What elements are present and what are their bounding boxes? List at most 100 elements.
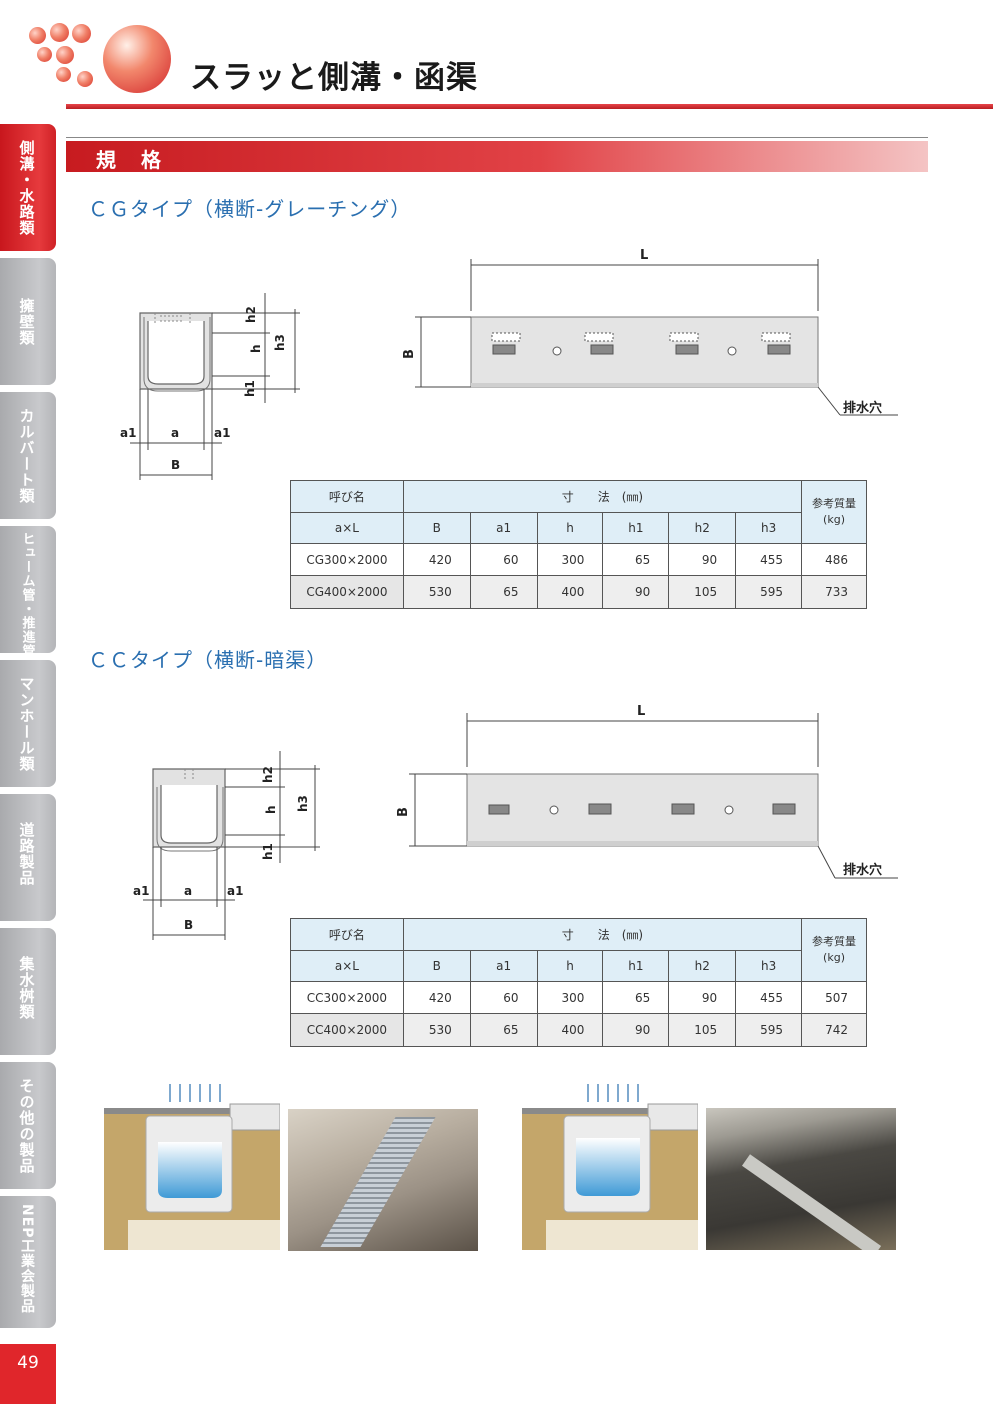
cc-side-label-drain: 排水穴 <box>843 862 882 878</box>
table-row: CG400×2000 530 65 400 90 105 595 733 <box>290 575 867 609</box>
cc-cross-label-a1-left: a1 <box>133 884 149 898</box>
cc-cross-label-h1: h1 <box>261 843 275 860</box>
cg-cross-label-h2: h2 <box>244 306 258 323</box>
table-row: CC300×2000 420 60 300 65 90 455 507 <box>290 981 867 1014</box>
sidebar-tab-label: ヒューム管・推進管 <box>19 532 35 658</box>
page-number: 49 <box>0 1344 56 1404</box>
cc-installation-illustration <box>522 1084 698 1250</box>
sidebar-tab-road-products[interactable]: 道路製品 <box>0 794 56 921</box>
table-cell: 420 <box>402 981 471 1014</box>
table-cell: 455 <box>735 981 803 1014</box>
sidebar-tab-catch-basins[interactable]: 集水桝類 <box>0 928 56 1055</box>
sidebar-tab-label: マンホール類 <box>17 676 36 772</box>
cg-installation-illustration <box>104 1084 280 1250</box>
cg-cross-label-h: h <box>249 344 263 353</box>
table-cell: 90 <box>602 575 670 609</box>
cg-table-head-weight: 参考質量 (kg) <box>801 480 867 544</box>
table-row: CC400×2000 530 65 400 90 105 595 742 <box>290 1013 867 1047</box>
cg-cross-label-h1: h1 <box>243 380 257 397</box>
table-cell: 486 <box>801 543 867 576</box>
table-cell: 400 <box>536 1013 604 1047</box>
table-cell: 105 <box>668 575 737 609</box>
table-cell: 733 <box>801 575 867 609</box>
sidebar-tab-label: 側溝・水路類 <box>17 140 36 236</box>
table-cell: 400 <box>536 575 604 609</box>
sidebar-tab-nep-products[interactable]: NEP工業会製品 <box>0 1196 56 1328</box>
cg-table-col-B: B <box>402 512 471 544</box>
cg-table-sub-name: a×L <box>290 512 404 544</box>
cc-table-col-h: h <box>536 950 604 982</box>
cg-cross-label-a: a <box>171 426 179 440</box>
cg-cross-label-B: B <box>171 458 180 472</box>
sidebar-tab-other-products[interactable]: その他の製品 <box>0 1062 56 1189</box>
table-cell: 455 <box>735 543 803 576</box>
cc-table-col-a1: a1 <box>469 950 538 982</box>
table-cell: 300 <box>536 543 604 576</box>
sidebar-tab-hume-pipes[interactable]: ヒューム管・推進管 <box>0 526 56 658</box>
title-underline <box>66 104 993 109</box>
cc-table-head-weight-line2: (kg) <box>823 951 845 964</box>
cg-side-label-B: B <box>402 349 417 359</box>
cc-side-view-diagram: L B 排水穴 <box>396 704 898 879</box>
cc-cross-label-B: B <box>184 918 193 932</box>
table-cell: 65 <box>602 981 670 1014</box>
cc-side-label-L: L <box>637 704 645 719</box>
cg-table-head-weight-line1: 参考質量 <box>812 497 857 510</box>
cc-spec-table: 呼び名 寸 法 (㎜) 参考質量(kg) a×L B a1 h h1 h2 h3… <box>290 918 867 1047</box>
cc-cross-section-diagram: h2 h h1 h3 a1 a a1 B <box>133 751 320 940</box>
cg-cross-section-diagram: h2 h h1 h3 a1 a a1 B <box>120 293 300 480</box>
table-cell: 60 <box>469 981 538 1014</box>
cc-type-heading: ＣＣタイプ（横断-暗渠） <box>88 648 328 672</box>
table-cell: 300 <box>536 981 604 1014</box>
cg-table-col-h: h <box>536 512 604 544</box>
sidebar-tab-retaining-walls[interactable]: 擁壁類 <box>0 258 56 385</box>
cc-table-head-dims: 寸 法 (㎜) <box>402 918 803 951</box>
table-cell: 530 <box>402 575 471 609</box>
cc-table-col-h3: h3 <box>735 950 803 982</box>
cg-product-photo <box>288 1109 478 1251</box>
cc-product-photo <box>706 1108 896 1250</box>
cg-table-col-h1: h1 <box>602 512 670 544</box>
cg-side-label-L: L <box>640 248 648 263</box>
cg-table-col-h2: h2 <box>668 512 737 544</box>
sidebar-tab-label: 集水桝類 <box>17 956 36 1020</box>
table-cell: 90 <box>602 1013 670 1047</box>
cg-cross-label-h3: h3 <box>273 334 287 351</box>
cc-row1-name: CC300×2000 <box>290 981 404 1014</box>
cc-cross-label-a1-right: a1 <box>227 884 243 898</box>
table-cell: 90 <box>668 543 737 576</box>
table-cell: 105 <box>668 1013 737 1047</box>
table-cell: 65 <box>469 1013 538 1047</box>
table-cell: 60 <box>469 543 538 576</box>
cg-cross-label-a1-left: a1 <box>120 426 136 440</box>
table-cell: 65 <box>469 575 538 609</box>
cc-table-col-h1: h1 <box>602 950 670 982</box>
cc-cross-label-h3: h3 <box>296 795 310 812</box>
cg-row1-name: CG300×2000 <box>290 543 404 576</box>
sidebar-tab-label: 道路製品 <box>17 822 36 886</box>
sidebar-tab-gutters[interactable]: 側溝・水路類 <box>0 124 56 251</box>
table-cell: 507 <box>801 981 867 1014</box>
sidebar-tab-manholes[interactable]: マンホール類 <box>0 660 56 787</box>
sidebar-tab-culverts[interactable]: カルバート類 <box>0 392 56 519</box>
table-cell: 595 <box>735 575 803 609</box>
table-cell: 65 <box>602 543 670 576</box>
cc-table-col-h2: h2 <box>668 950 737 982</box>
cc-row2-name: CC400×2000 <box>290 1013 404 1047</box>
cg-table-head-name: 呼び名 <box>290 480 404 513</box>
table-cell: 420 <box>402 543 471 576</box>
table-cell: 595 <box>735 1013 803 1047</box>
cc-cross-label-a: a <box>184 884 192 898</box>
cc-table-sub-name: a×L <box>290 950 404 982</box>
cc-table-col-B: B <box>402 950 471 982</box>
cc-cross-label-h2: h2 <box>261 766 275 783</box>
cc-table-head-weight: 参考質量(kg) <box>801 918 867 982</box>
cg-table-head-weight-line2: (kg) <box>823 513 845 526</box>
cg-side-label-drain: 排水穴 <box>843 400 882 416</box>
section-title: 規 格 <box>96 148 170 172</box>
page-title: スラッと側溝・函渠 <box>190 60 478 96</box>
cg-table-head-dims: 寸 法 (㎜) <box>402 480 803 513</box>
table-cell: 530 <box>402 1013 471 1047</box>
cc-cross-label-h: h <box>264 805 278 814</box>
sidebar-tab-label: NEP工業会製品 <box>19 1204 35 1314</box>
